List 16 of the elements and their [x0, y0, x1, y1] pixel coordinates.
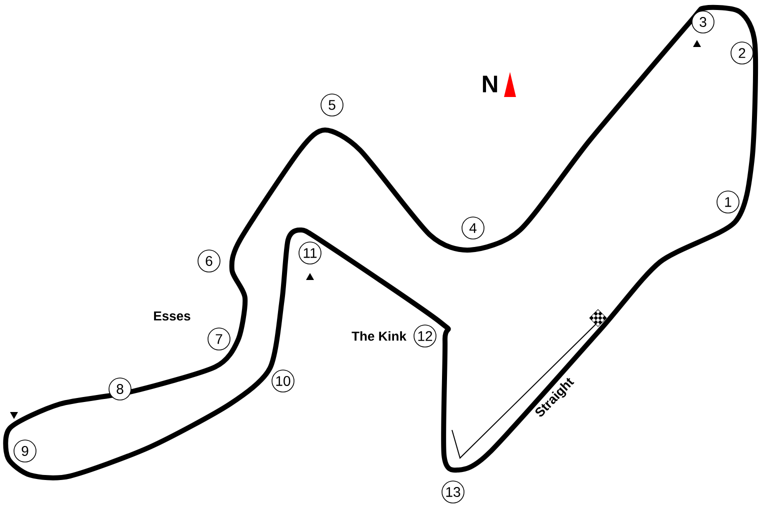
corner-number: 6	[198, 250, 220, 272]
corner-number: 10	[272, 370, 294, 392]
north-letter: N	[482, 76, 498, 92]
corner-number: 3	[692, 10, 714, 34]
corner-number: 4	[462, 216, 484, 240]
corner-number: 13	[442, 480, 464, 504]
corner-number: 8	[108, 378, 132, 400]
corner-number: 2	[730, 42, 754, 64]
corner-number: 9	[14, 440, 36, 462]
corner-number: 5	[320, 94, 344, 116]
corner-number: 1	[716, 190, 740, 214]
corner-number: 7	[208, 328, 230, 350]
corner-name: The Kink	[352, 331, 406, 341]
corner-number: 12	[414, 324, 436, 348]
corner-number: 11	[298, 242, 322, 264]
corner-name: Esses	[154, 311, 190, 321]
